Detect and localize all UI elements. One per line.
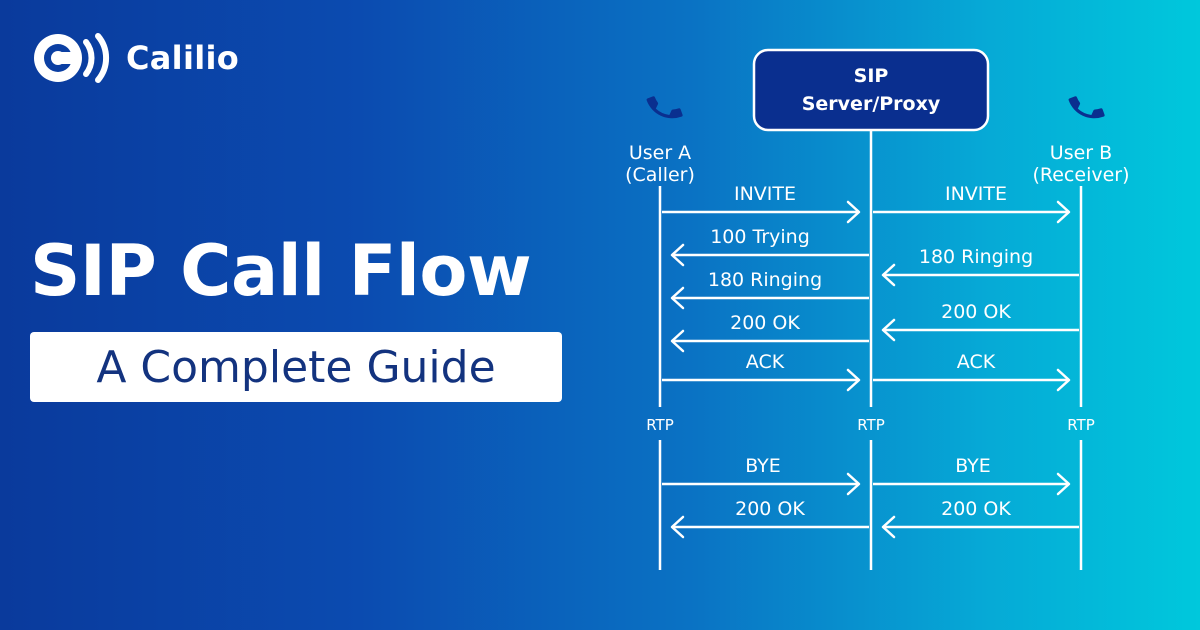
- message-label: 180 Ringing: [919, 246, 1033, 268]
- user-b-label-line1: User B: [1050, 142, 1112, 164]
- user-a-label-line2: (Caller): [625, 164, 695, 186]
- arrowhead-icon: [846, 472, 861, 496]
- arrowhead-icon: [1056, 200, 1071, 224]
- messages-server-user-b: INVITE 180 Ringing 200 OK ACK BYE 200 OK: [873, 183, 1079, 539]
- brand-logo: Calilio: [30, 30, 239, 86]
- rtp-label-user-a: RTP: [646, 416, 674, 434]
- arrowhead-icon: [846, 200, 861, 224]
- phone-icon: [646, 96, 683, 119]
- arrowhead-icon: [881, 263, 896, 287]
- message-label: INVITE: [734, 183, 796, 205]
- calilio-logo-icon: [34, 33, 110, 83]
- arrowhead-icon: [670, 329, 685, 353]
- rtp-label-server: RTP: [857, 416, 885, 434]
- phone-icon: [1068, 96, 1105, 119]
- page-title: SIP Call Flow: [30, 230, 532, 312]
- arrowhead-icon: [670, 286, 685, 310]
- arrowhead-icon: [881, 318, 896, 342]
- server-box: [752, 48, 990, 132]
- message-label: 200 OK: [735, 498, 805, 520]
- user-b-label-line2: (Receiver): [1032, 164, 1129, 186]
- messages-user-a-server: INVITE 100 Trying 180 Ringing 200 OK ACK BYE 2…: [662, 183, 869, 539]
- rtp-label-user-b: RTP: [1067, 416, 1095, 434]
- message-label: 180 Ringing: [708, 269, 822, 291]
- server-label-line2: Server/Proxy: [802, 93, 941, 115]
- brand-name: Calilio: [126, 39, 240, 77]
- message-label: ACK: [957, 351, 996, 373]
- message-label: 200 OK: [941, 498, 1011, 520]
- arrowhead-icon: [670, 515, 685, 539]
- arrowhead-icon: [670, 243, 685, 267]
- message-label: 200 OK: [941, 301, 1011, 323]
- arrowhead-icon: [881, 515, 896, 539]
- subtitle-badge: A Complete Guide: [30, 332, 562, 402]
- server-label-line1: SIP: [854, 65, 889, 87]
- message-label: INVITE: [945, 183, 1007, 205]
- message-label: 200 OK: [730, 312, 800, 334]
- message-label: BYE: [955, 455, 991, 477]
- arrowhead-icon: [1056, 368, 1071, 392]
- page-subtitle: A Complete Guide: [96, 341, 496, 393]
- message-label: 100 Trying: [710, 226, 810, 248]
- user-a-label-line1: User A: [629, 142, 691, 164]
- message-label: ACK: [746, 351, 785, 373]
- message-label: BYE: [745, 455, 781, 477]
- arrowhead-icon: [846, 368, 861, 392]
- arrowhead-icon: [1056, 472, 1071, 496]
